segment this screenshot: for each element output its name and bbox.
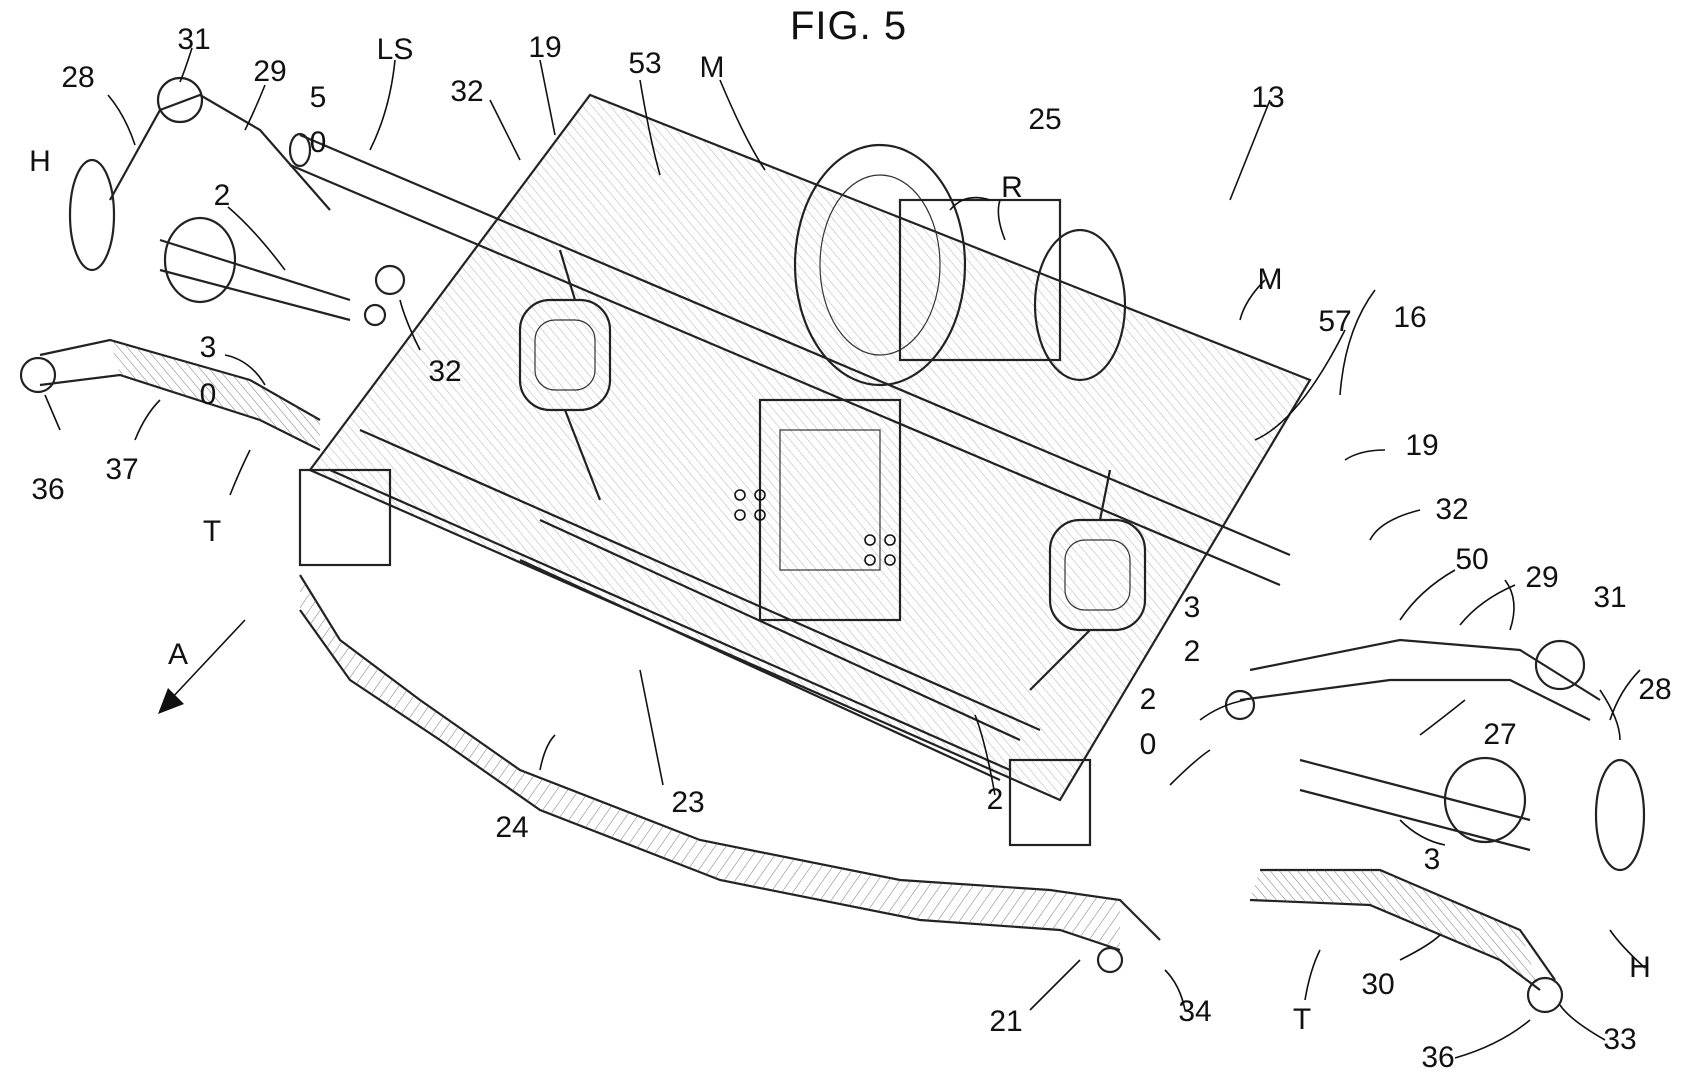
central-body — [308, 93, 1312, 802]
label-37: 37 — [105, 453, 139, 486]
direction-arrow-a — [158, 619, 246, 714]
upper-beam — [298, 428, 1092, 847]
label-t-left: T — [202, 515, 222, 548]
label-m-right: M — [1257, 263, 1283, 296]
label-19-top: 19 — [528, 31, 562, 64]
label-2-low: 2 — [1139, 683, 1157, 716]
label-53: 53 — [628, 47, 662, 80]
label-29-right: 29 — [1525, 561, 1559, 594]
label-0-top: 0 — [309, 126, 327, 159]
lower-frame-rail — [299, 574, 1161, 952]
label-28-right: 28 — [1638, 673, 1672, 706]
right-damper — [1029, 469, 1147, 691]
left-suspension — [19, 76, 406, 451]
label-25: 25 — [1028, 103, 1062, 136]
label-2-center: 2 — [986, 783, 1004, 816]
figure-title: FIG. 5 — [790, 4, 908, 48]
label-a: A — [167, 638, 189, 671]
right-suspension — [1096, 638, 1646, 1014]
label-50: 50 — [1455, 543, 1489, 576]
label-34: 34 — [1178, 995, 1212, 1028]
motor-assembly — [734, 143, 1127, 622]
label-57: 57 — [1318, 305, 1352, 338]
label-36-right: 36 — [1421, 1041, 1455, 1074]
label-31-right: 31 — [1593, 581, 1627, 614]
label-28-left: 28 — [61, 61, 95, 94]
label-32-top: 32 — [450, 75, 484, 108]
label-31-left: 31 — [177, 23, 211, 56]
label-5: 5 — [309, 81, 327, 114]
label-0-low: 0 — [1139, 728, 1157, 761]
label-2-left: 2 — [213, 179, 231, 212]
label-h-left: H — [29, 145, 51, 178]
left-damper — [518, 249, 612, 501]
label-30: 30 — [1361, 968, 1395, 1001]
label-2-mid: 2 — [1183, 635, 1201, 668]
cross-tube-ls — [288, 132, 1291, 587]
label-36-left: 36 — [31, 473, 65, 506]
label-24: 24 — [495, 811, 529, 844]
label-0-left: 0 — [199, 378, 217, 411]
label-3-mid: 3 — [1183, 591, 1201, 624]
label-16: 16 — [1393, 301, 1427, 334]
label-t-right: T — [1292, 1003, 1312, 1036]
label-h-right: H — [1629, 951, 1651, 984]
label-ls: LS — [376, 33, 414, 66]
label-m-top: M — [699, 51, 725, 84]
label-21: 21 — [989, 1005, 1023, 1038]
leader-lines — [44, 47, 1646, 1059]
label-32-right: 32 — [1435, 493, 1469, 526]
label-3-left: 3 — [199, 331, 217, 364]
label-r: R — [1001, 171, 1023, 204]
label-23: 23 — [671, 786, 705, 819]
label-19-right: 19 — [1405, 429, 1439, 462]
label-33: 33 — [1603, 1023, 1637, 1056]
label-29-left: 29 — [253, 55, 287, 88]
label-32-mid: 32 — [428, 355, 462, 388]
label-27: 27 — [1483, 718, 1517, 751]
label-3-right: 3 — [1423, 843, 1441, 876]
label-13: 13 — [1251, 81, 1285, 114]
